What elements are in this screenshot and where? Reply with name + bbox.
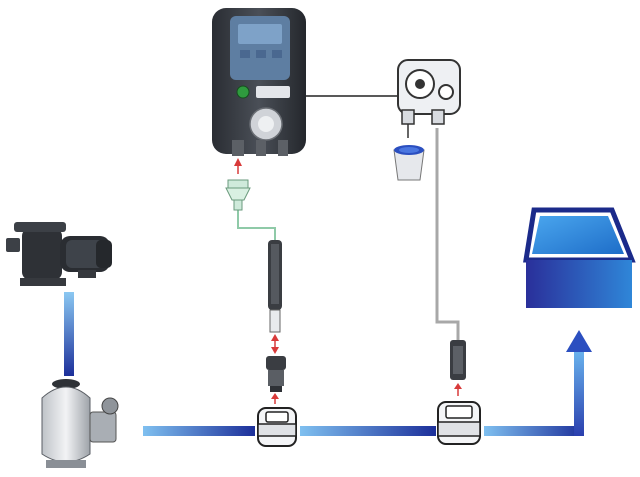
fitting-icon (266, 356, 286, 392)
controller-power-button[interactable] (236, 85, 250, 99)
green-tube (237, 202, 276, 240)
gray-tube (435, 128, 460, 340)
pipe-clamp-icon (437, 401, 481, 445)
red-arrow-fitting (271, 393, 279, 404)
probe-holder-icon (225, 179, 251, 211)
sand-filter-icon (41, 379, 119, 468)
flow-arrow-up-icon (566, 330, 592, 352)
injection-valve-icon (450, 340, 466, 380)
controller-screen (238, 24, 282, 44)
red-arrow-probe (271, 334, 279, 354)
pipe-clamp-icon (257, 407, 297, 447)
probe-icon (268, 240, 282, 333)
dosing-controller-icon (212, 8, 306, 156)
red-arrow-controller (234, 158, 242, 166)
pool-icon (523, 207, 636, 308)
main-pipes (64, 292, 592, 436)
red-arrow-injection (454, 383, 462, 396)
peristaltic-pump-icon (397, 59, 461, 138)
pipe-clamp-to-pool (484, 426, 584, 436)
pipe-filter-to-holder (143, 426, 255, 436)
pipe-holder-to-clamp (300, 426, 436, 436)
pipe-riser-to-pool (574, 350, 584, 436)
chemical-container-icon (393, 145, 425, 181)
pipe-pump-to-filter (64, 292, 74, 376)
pool-pump-icon (6, 222, 112, 286)
